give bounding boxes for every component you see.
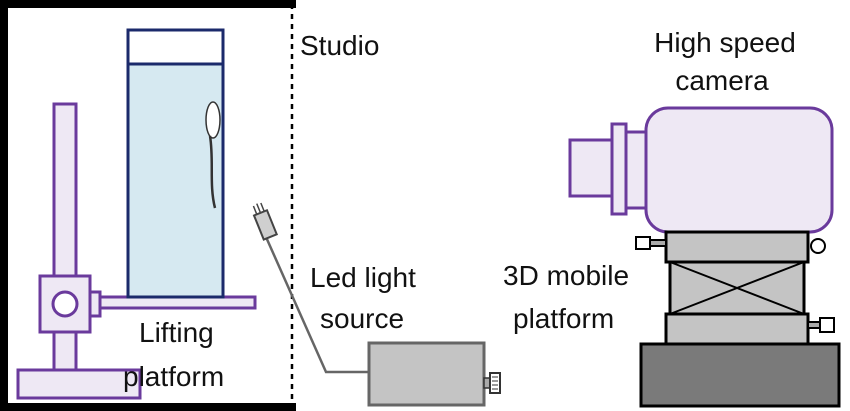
camera-label-line2: camera <box>675 65 769 96</box>
water-tank <box>126 28 225 299</box>
3d-mobile-platform <box>635 230 841 408</box>
led-label-line1: Led light <box>310 262 416 293</box>
lifting-platform-label-line2: platform <box>123 361 224 392</box>
lifting-platform-label-line1: Lifting <box>139 317 214 348</box>
camera-label-line1: High speed <box>654 27 796 58</box>
lifting-platform-stand <box>16 102 257 400</box>
high-speed-camera <box>568 106 834 234</box>
studio-label: Studio <box>300 30 379 61</box>
led-probe-icon <box>252 202 279 241</box>
adjustment-knob-icon <box>635 236 835 333</box>
led-label-line2: source <box>320 303 404 334</box>
mobile-platform-label-line2: platform <box>513 303 614 334</box>
tadpole-icon <box>205 101 221 209</box>
mobile-platform-label-line1: 3D mobile <box>503 260 629 291</box>
led-light-source <box>252 202 501 407</box>
studio-enclosure <box>0 0 296 411</box>
